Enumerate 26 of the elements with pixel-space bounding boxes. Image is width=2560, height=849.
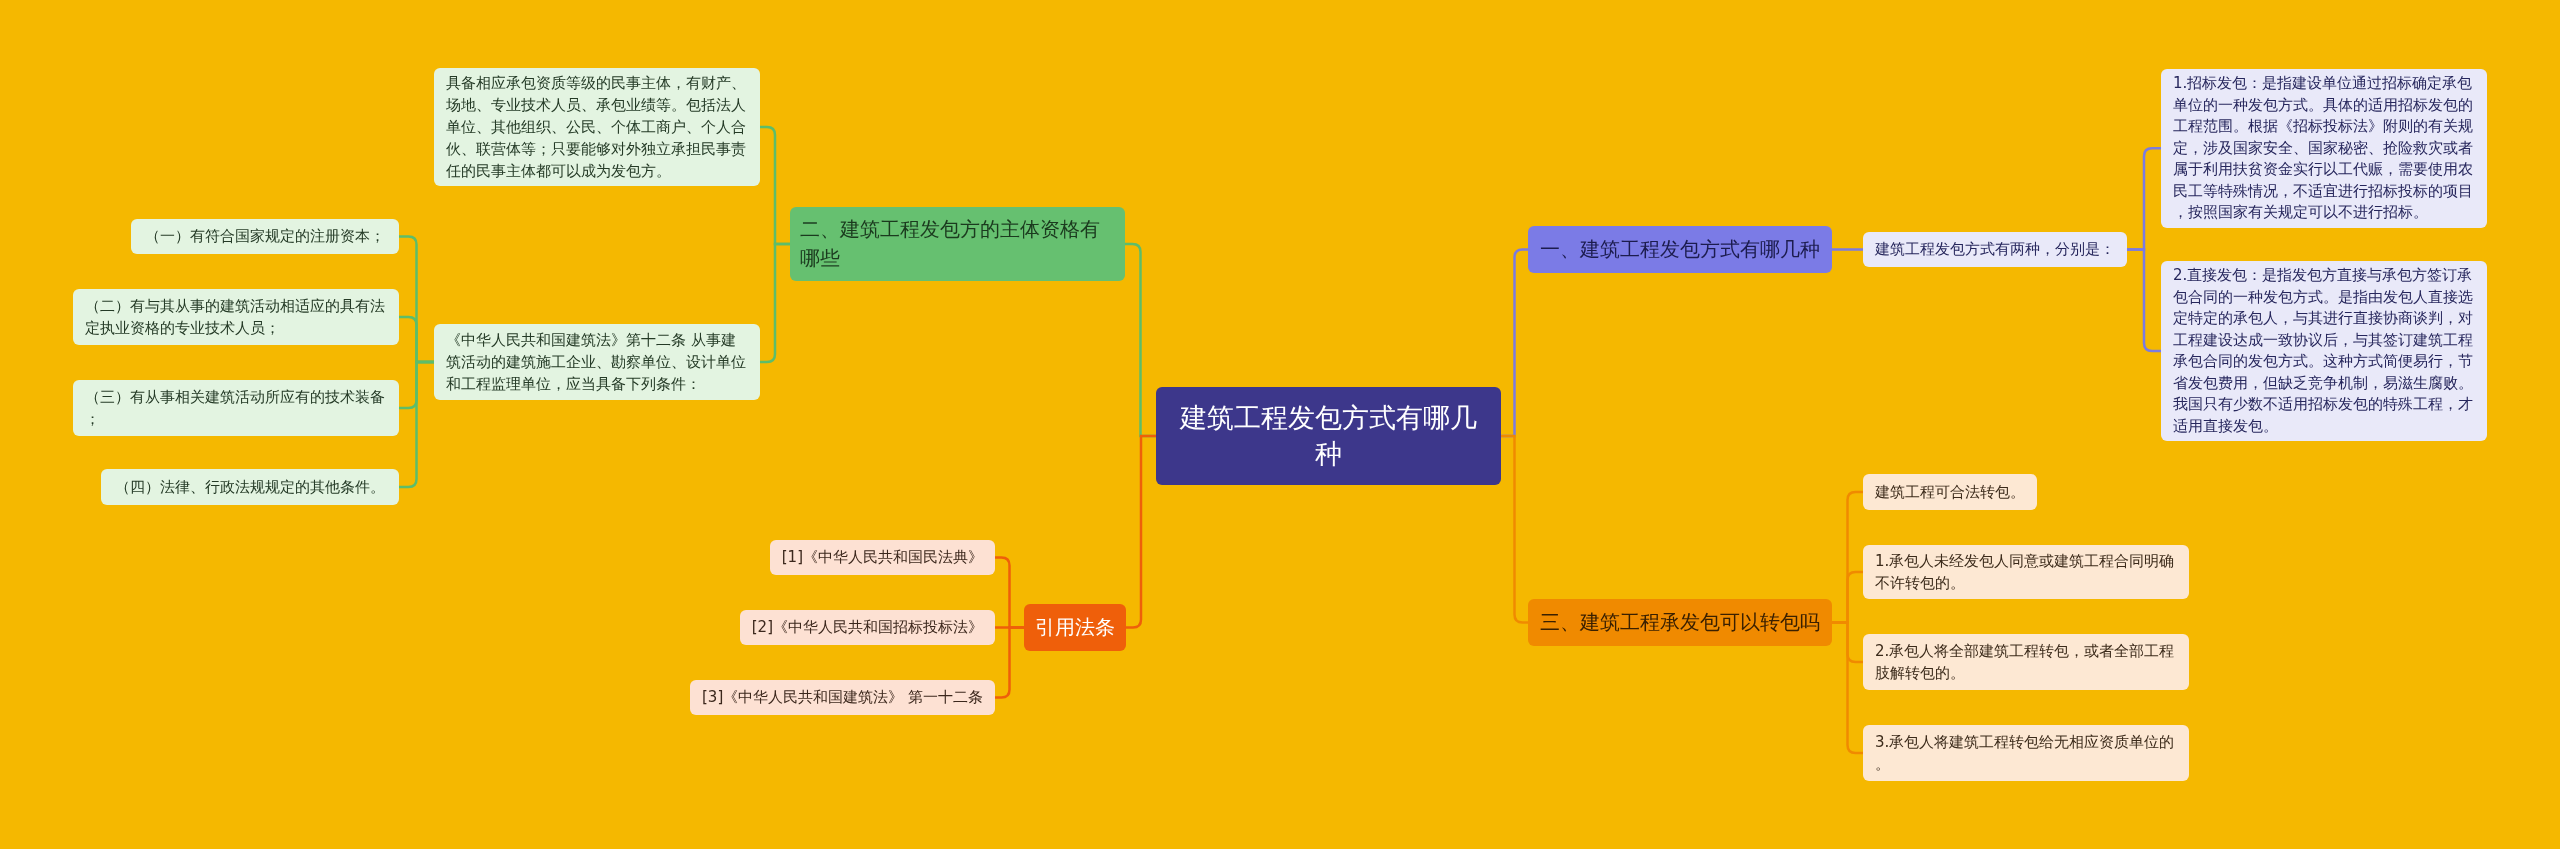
subtopic-box: 3.承包人将建筑工程转包给无相应资质单位的。 [1863,725,2189,781]
subtopic-box: 1.承包人未经发包人同意或建筑工程合同明确不许转包的。 [1863,545,2189,599]
subtopic-box: [3]《中华人民共和国建筑法》 第一十二条 [690,680,995,715]
subtopic-box: （一）有符合国家规定的注册资本； [131,219,399,254]
branch-topic-box: 二、建筑工程发包方的主体资格有哪些 [790,207,1125,281]
branch-topic-box: 引用法条 [1024,604,1126,651]
subtopic-box: 建筑工程发包方式有两种，分别是： [1863,232,2127,267]
subtopic-box: （三）有从事相关建筑活动所应有的技术装备； [73,380,399,436]
subtopic-box: 1.招标发包：是指建设单位通过招标确定承包单位的一种发包方式。具体的适用招标发包的工程范围。根据《招标投标法》附则的有关规定，涉及国家安全、国家秘密、抢险救灾或者属于利用扶贫资金实行以工代赈，需要使用农民工等特殊情况，不适宜进行招标投标的项目，按照国家有关规定可以不进行招标。 [2161,69,2487,228]
subtopic-box: 建筑工程可合法转包。 [1863,474,2037,510]
subtopic-box: 《中华人民共和国建筑法》第十二条 从事建筑活动的建筑施工企业、勘察单位、设计单位和工程监理单位，应当具备下列条件： [434,324,760,400]
connector-line [1832,248,1863,251]
connector-line [1832,621,1863,755]
branch-topic-box: 三、建筑工程承发包可以转包吗 [1528,599,1832,646]
connector-line [1501,434,1528,624]
branch-topic-box: 一、建筑工程发包方式有哪几种 [1528,226,1832,273]
central-topic-box: 建筑工程发包方式有哪几种 [1156,387,1501,485]
subtopic-box: 2.承包人将全部建筑工程转包，或者全部工程肢解转包的。 [1863,634,2189,690]
subtopic-box: 具备相应承包资质等级的民事主体，有财产、场地、专业技术人员、承包业绩等。包括法人单位、其他组织、公民、个体工商户、个人合伙、联营体等；只要能够对外独立承担民事责任的民事主体都可以成为发包方。 [434,68,760,186]
subtopic-box: （二）有与其从事的建筑活动相适应的具有法定执业资格的专业技术人员； [73,289,399,345]
subtopic-box: 2.直接发包：是指发包方直接与承包方签订承包合同的一种发包方式。是指由发包人直接选定特定的承包人，与其进行直接协商谈判，对工程建设达成一致协议后，与其签订建筑工程承包合同的发包方式。这种方式简便易行，节省发包费用，但缺乏竞争机制，易滋生腐败。我国只有少数不适用招标发包的特殊工程，才适用直接发包。 [2161,261,2487,441]
subtopic-box: [2]《中华人民共和国招标投标法》 [739,610,995,645]
connector-line [2127,248,2161,353]
connector-line [399,360,434,489]
subtopic-box: （四）法律、行政法规规定的其他条件。 [101,469,399,505]
subtopic-box: [1]《中华人民共和国民法典》 [769,540,995,575]
